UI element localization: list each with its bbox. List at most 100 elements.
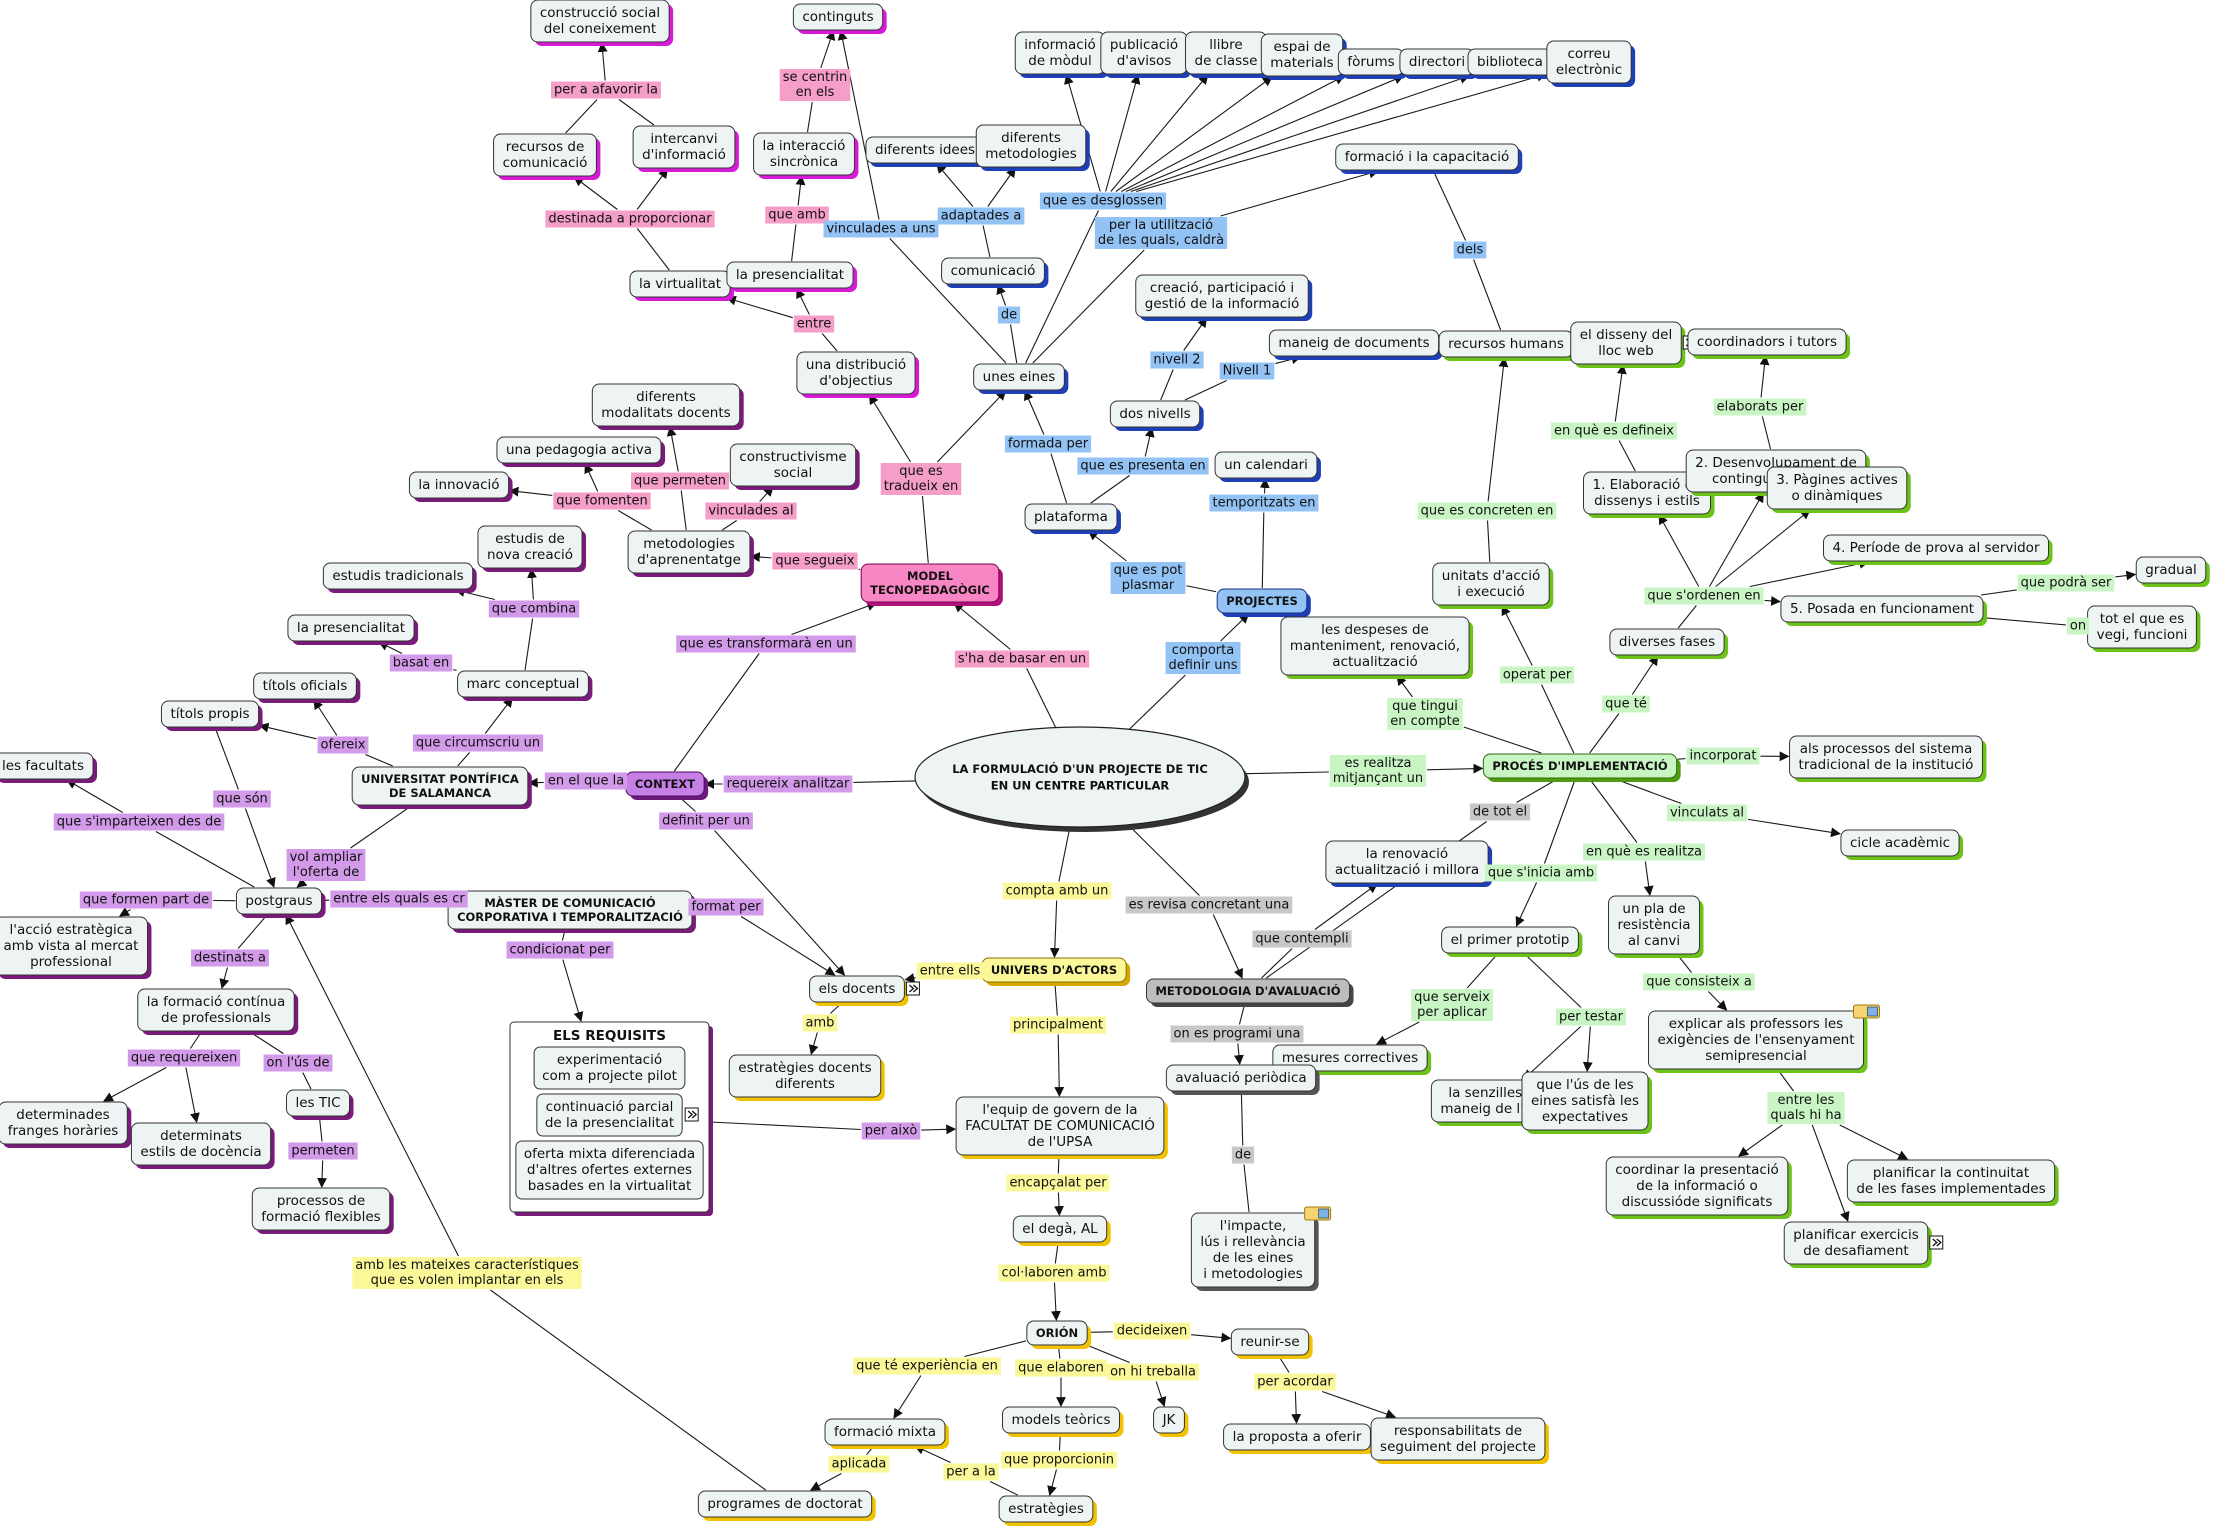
node-context[interactable]: CONTEXT bbox=[625, 771, 709, 800]
node-innovacio[interactable]: la innovació bbox=[408, 471, 513, 502]
link-icon[interactable] bbox=[905, 981, 920, 996]
node-titols-oficials[interactable]: títols oficials bbox=[253, 672, 361, 703]
node-pedagogia[interactable]: una pedagogia activa bbox=[496, 436, 666, 467]
node-marc[interactable]: marc conceptual bbox=[457, 670, 593, 701]
node-maneig[interactable]: maneig de documents bbox=[1268, 329, 1443, 360]
node-forums[interactable]: fòrums bbox=[1337, 48, 1408, 79]
node-unes-eines[interactable]: unes eines bbox=[973, 363, 1069, 394]
node-tic[interactable]: les TIC bbox=[285, 1089, 354, 1120]
node-els-docents[interactable]: els docents bbox=[809, 975, 920, 1006]
node-biblioteca[interactable]: biblioteca bbox=[1467, 48, 1556, 79]
node-metodologia[interactable]: METODOLOGIA D'AVALUACIÓ bbox=[1145, 978, 1354, 1007]
node-directori[interactable]: directori bbox=[1399, 48, 1479, 79]
node-diferents-idees[interactable]: diferents idees bbox=[865, 136, 989, 167]
node-presencialitat-c[interactable]: la presencialitat bbox=[287, 614, 419, 645]
node-gradual[interactable]: gradual bbox=[2135, 556, 2210, 587]
node-cicle[interactable]: cicle acadèmic bbox=[1840, 829, 1964, 860]
link-icon[interactable] bbox=[684, 1107, 699, 1122]
attachment-icon[interactable] bbox=[1304, 1206, 1332, 1221]
node-posada[interactable]: 5. Posada en funcionament bbox=[1780, 595, 1988, 626]
node-coordinadors[interactable]: coordinadors i tutors bbox=[1687, 328, 1851, 359]
node-dega[interactable]: el degà, AL bbox=[1012, 1215, 1111, 1246]
node-proces[interactable]: PROCÉS D'IMPLEMENTACIÓ bbox=[1482, 753, 1681, 782]
attachment-icon[interactable] bbox=[1852, 1004, 1880, 1019]
node-avaluacio[interactable]: avaluació periòdica bbox=[1165, 1064, 1320, 1095]
node-programes[interactable]: programes de doctorat bbox=[697, 1490, 876, 1521]
node-primer-prototip[interactable]: el primer prototip bbox=[1441, 926, 1583, 957]
node-continguts[interactable]: continguts bbox=[792, 3, 887, 34]
node-postgraus[interactable]: postgraus bbox=[235, 887, 326, 918]
node-formacio-mixta[interactable]: formació mixta bbox=[824, 1418, 949, 1449]
node-calendari[interactable]: un calendari bbox=[1214, 451, 1321, 482]
node-orion[interactable]: ORIÓN bbox=[1026, 1320, 1092, 1349]
node-recursos-hum[interactable]: recursos humans bbox=[1438, 330, 1577, 361]
node-dos-nivells[interactable]: dos nivells bbox=[1109, 400, 1204, 431]
node-reunir[interactable]: reunir-se bbox=[1230, 1328, 1313, 1359]
node-virtualitat[interactable]: la virtualitat bbox=[629, 270, 735, 301]
node-estudis-trad[interactable]: estudis tradicionals bbox=[322, 562, 477, 593]
node-mesures[interactable]: mesures correctives bbox=[1272, 1044, 1432, 1075]
node-comunicacio[interactable]: comunicació bbox=[941, 257, 1049, 288]
node-titols-propis[interactable]: títols propis bbox=[160, 700, 263, 731]
node-plataforma[interactable]: plataforma bbox=[1024, 503, 1121, 534]
node-models[interactable]: models teòrics bbox=[1002, 1406, 1124, 1437]
link-icon[interactable] bbox=[1929, 1235, 1944, 1250]
node-projectes[interactable]: PROJECTES bbox=[1216, 588, 1311, 617]
node-jk[interactable]: JK bbox=[1153, 1406, 1189, 1437]
node-formacio-cap[interactable]: formació i la capacitació bbox=[1335, 143, 1523, 174]
node-proposta[interactable]: la proposta a oferir bbox=[1223, 1423, 1375, 1454]
node-estrategies[interactable]: estratègies bbox=[998, 1495, 1097, 1526]
node-periode[interactable]: 4. Període de prova al servidor bbox=[1823, 534, 2053, 565]
node-presencialitat-m[interactable]: la presencialitat bbox=[726, 261, 858, 292]
node-facultats[interactable]: les facultats bbox=[0, 752, 98, 783]
node-diverses[interactable]: diverses fases bbox=[1609, 628, 1729, 659]
